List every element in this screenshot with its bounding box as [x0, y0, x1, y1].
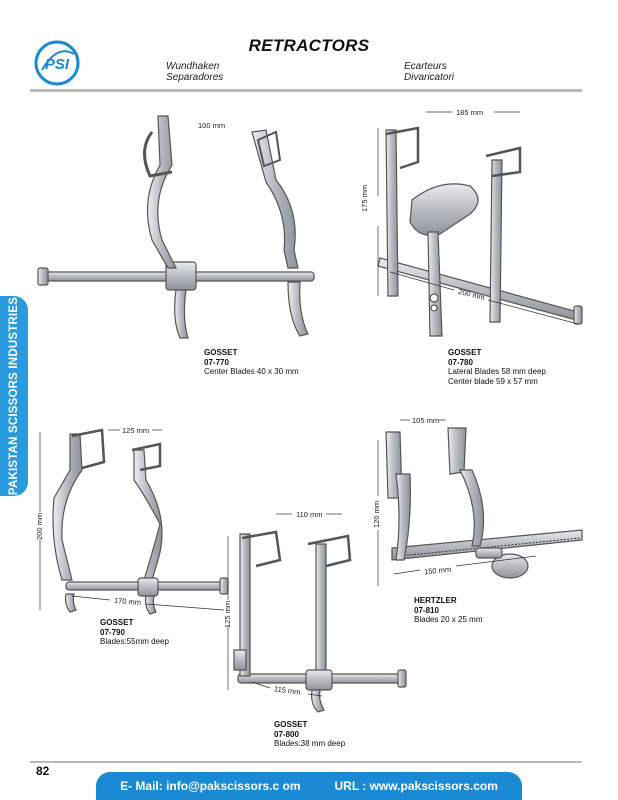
subtitle-spanish: Separadores: [166, 72, 224, 83]
subtitles-right: Ecarteurs Divaricatori: [404, 61, 454, 83]
dimension-lines: [39, 111, 579, 697]
retractor-07-800: [233, 530, 407, 713]
side-band: [0, 296, 28, 496]
footer-rule: [30, 761, 582, 763]
company-logo: PSI: [34, 40, 80, 86]
product-detail: Center blade 59 x 57 mm: [448, 376, 538, 386]
product-name: GOSSET: [100, 618, 134, 627]
product-caption-07-790: GOSSET 07-790 Blades:55mm deep: [100, 618, 169, 647]
dim-label: 125 mm: [223, 600, 232, 628]
product-name: GOSSET: [274, 720, 308, 729]
page-title: RETRACTORS: [248, 36, 370, 55]
product-name: GOSSET: [204, 348, 238, 357]
product-caption-07-770: GOSSET 07-770 Center Blades 40 x 30 mm: [204, 348, 299, 377]
product-name: GOSSET: [448, 348, 482, 357]
retractor-07-790: [52, 428, 229, 615]
product-code: 07-780: [448, 357, 473, 367]
retractor-07-770: [37, 115, 315, 339]
footer-email[interactable]: E- Mail: info@pakscissors.c om: [120, 779, 301, 793]
dim-label: 100 mm: [198, 121, 226, 130]
dim-label: 110 mm: [296, 510, 323, 519]
product-code: 07-800: [274, 729, 299, 739]
product-detail: Blades:38 mm deep: [274, 739, 346, 748]
subtitles-left: Wundhaken Separadores: [166, 61, 223, 83]
product-code: 07-770: [204, 357, 229, 367]
subtitle-french: Ecarteurs: [404, 61, 447, 72]
dim-label: 170 mm: [113, 596, 142, 607]
product-caption-07-800: GOSSET 07-800 Blades:38 mm deep: [274, 720, 345, 749]
header-rule: [30, 89, 582, 92]
dim-label: 120 mm: [372, 500, 381, 528]
subtitle-italian: Divaricatori: [404, 72, 455, 83]
product-code: 07-810: [414, 605, 439, 615]
footer-url[interactable]: URL : www.pakscissors.com: [334, 779, 498, 793]
product-caption-07-780: GOSSET 07-780 Lateral Blades 58 mm deep …: [448, 348, 546, 386]
product-caption-07-810: HERTZLER 07-810 Blades 20 x 25 mm: [414, 596, 482, 625]
product-detail: Center Blades 40 x 30 mm: [204, 367, 299, 376]
product-detail: Lateral Blades 58 mm deep: [448, 367, 546, 376]
retractor-07-780: [377, 126, 583, 337]
product-code: 07-790: [100, 627, 125, 637]
product-detail: Blades:55mm deep: [100, 637, 169, 646]
logo-text: PSI: [45, 56, 70, 73]
dim-label: 175 mm: [360, 184, 369, 212]
retractor-07-810: [385, 427, 583, 579]
dim-label: 105 mm: [412, 416, 440, 425]
dim-label: 125 mm: [122, 426, 150, 435]
dim-label: 185 mm: [456, 108, 484, 117]
contact-footer: E- Mail: info@pakscissors.c om URL : www…: [96, 772, 522, 800]
page-number: 82: [36, 764, 50, 778]
product-name: HERTZLER: [414, 596, 457, 605]
product-detail: Blades 20 x 25 mm: [414, 615, 483, 624]
subtitle-german: Wundhaken: [166, 61, 220, 72]
dim-label: 200 mm: [35, 512, 44, 540]
